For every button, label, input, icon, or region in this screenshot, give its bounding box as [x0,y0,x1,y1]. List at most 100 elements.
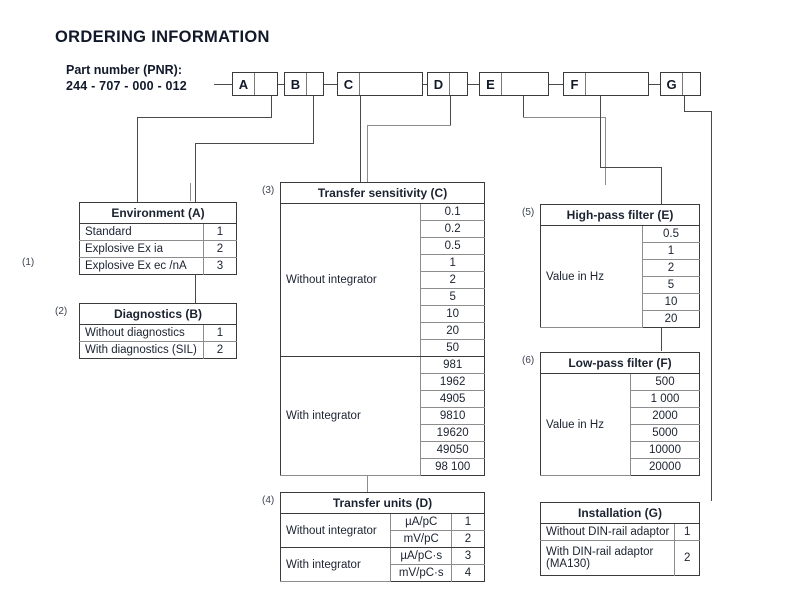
ts-value-1-2: 4905 [420,390,485,408]
code-box-e[interactable]: E [479,72,549,96]
lp-value-0: 500 [630,373,700,391]
connector-d-seg1 [450,96,452,126]
connector-b-seg2 [195,143,314,145]
ts-value-1-0: 981 [420,356,485,374]
lp-value-4: 10000 [630,441,700,459]
code-letter-c: C [338,73,360,95]
table-transfer-sensitivity: Transfer sensitivity (C) Without integra… [280,182,485,476]
hp-value-0: 0.5 [642,225,700,243]
ts-group-label-0: Without integrator [280,203,422,357]
code-value-f[interactable] [586,73,648,95]
table-transfer-units: Transfer units (D) Without integrator µA… [280,492,485,582]
connector-b-c [324,84,337,86]
part-number-label: Part number (PNR): 244 - 707 - 000 - 012 [66,62,187,94]
code-box-g[interactable]: G [660,72,701,96]
table-low-pass-header: Low-pass filter (F) [540,352,700,374]
ts-value-1-3: 9810 [420,407,485,425]
page-title: ORDERING INFORMATION [55,28,270,46]
connector-e-seg3 [605,117,607,185]
ts-group-label-1: With integrator [280,356,422,476]
lp-value-3: 5000 [630,424,700,442]
code-box-d[interactable]: D [427,72,468,96]
part-number-label-line1: Part number (PNR): [66,63,182,77]
inst-code-0: 1 [674,523,700,541]
connector-a-b [278,84,284,86]
code-value-e[interactable] [502,73,548,95]
connector-e-f [549,84,563,86]
table-row: Value in Hz 500 [540,373,700,476]
lp-value-2: 2000 [630,407,700,425]
tu-unit-1: mV/pC [390,530,452,548]
connector-a-seg2 [137,117,272,119]
code-value-c[interactable] [360,73,422,95]
ts-value-0-3: 1 [420,254,485,272]
table-low-pass-filter: Low-pass filter (F) Value in Hz 500 1 00… [540,352,700,476]
connector-g-seg3 [711,111,713,501]
code-box-c[interactable]: C [337,72,423,96]
table-row: 4905 [281,390,485,408]
lp-label: Value in Hz [540,373,631,476]
diag-code-0: 1 [203,324,237,342]
diag-label-1: With diagnostics (SIL) [79,341,204,359]
diag-code-1: 2 [203,341,237,359]
ts-value-0-7: 20 [420,322,485,340]
tu-code-2: 3 [451,547,485,565]
ts-value-0-8: 50 [420,339,485,357]
hp-value-5: 20 [642,310,700,328]
ts-value-0-6: 10 [420,305,485,323]
code-value-d[interactable] [450,73,467,95]
env-label-0: Standard [79,223,204,241]
table-diagnostics: Diagnostics (B) Without diagnostics 1 Wi… [79,303,237,359]
connector-stub-env [190,183,192,201]
tu-unit-2: µA/pC·s [390,547,452,565]
table-row: mV/pC·s 4 [281,564,485,582]
ts-value-0-4: 2 [420,271,485,289]
connector-c-seg1 [360,96,362,183]
table-row: 5000 [541,424,700,442]
table-row: 49050 [281,441,485,459]
table-row: Explosive Ex ia 2 [79,240,237,258]
code-box-b[interactable]: B [284,72,324,96]
connector-g-seg2 [684,111,712,113]
table-transfer-sensitivity-header: Transfer sensitivity (C) [280,182,485,204]
connector-f-seg2 [600,167,662,169]
code-value-a[interactable] [255,73,277,95]
code-letter-b: B [285,73,307,95]
code-value-g[interactable] [683,73,700,95]
tu-code-0: 1 [451,513,485,531]
env-code-0: 1 [203,223,237,241]
table-high-pass-header: High-pass filter (E) [540,204,700,226]
code-box-f[interactable]: F [563,72,649,96]
ts-value-1-4: 19620 [420,424,485,442]
table-row: 98 100 [281,458,485,476]
table-row: 20 [281,322,485,340]
table-row: Value in Hz 0.5 [540,225,700,328]
table-row: With integrator 981 [280,356,485,476]
table-diagnostics-header: Diagnostics (B) [79,303,237,325]
hp-value-4: 10 [642,293,700,311]
connector-e-seg1 [523,96,525,118]
tu-code-1: 2 [451,530,485,548]
code-box-a[interactable]: A [232,72,278,96]
hp-value-2: 2 [642,259,700,277]
ts-value-1-6: 98 100 [420,458,485,476]
footnote-marker-5: (5) [522,207,535,218]
connector-d-e [468,84,479,86]
inst-label-1: With DIN-rail adaptor (MA130) [540,540,676,576]
table-row: Without integrator µA/pC 1 [280,513,485,548]
hp-value-1: 1 [642,242,700,260]
lp-value-1: 1 000 [630,390,700,408]
ts-value-1-5: 49050 [420,441,485,459]
inst-label-0: Without DIN-rail adaptor [540,523,676,541]
table-row: mV/pC 2 [281,530,485,548]
connector-f-g [649,84,660,86]
table-row: 20000 [541,458,700,476]
code-value-b[interactable] [307,73,323,95]
env-label-1: Explosive Ex ia [79,240,204,258]
connector-g-seg1 [684,96,686,112]
connector-d-seg2 [367,125,451,127]
table-transfer-units-header: Transfer units (D) [280,492,485,514]
diag-label-0: Without diagnostics [79,324,204,342]
table-row: Standard 1 [79,223,237,241]
